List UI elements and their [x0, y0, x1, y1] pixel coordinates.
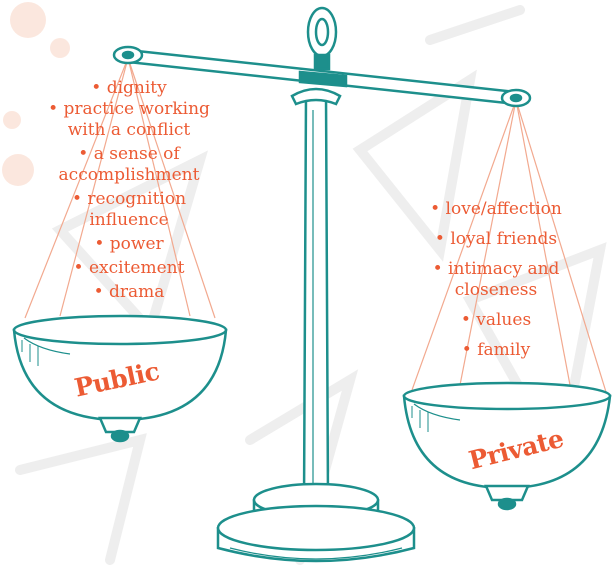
scale-beam — [112, 45, 532, 108]
public-item: • power — [94, 234, 164, 254]
public-items-list: • dignity • practice working with a conf… — [20, 78, 238, 303]
left-chains — [24, 57, 216, 319]
left-pan — [12, 314, 228, 443]
public-item: • drama — [93, 282, 165, 302]
private-item: • intimacy and — [432, 259, 560, 279]
public-item: • excitement — [73, 258, 185, 278]
public-item: accomplishment — [58, 165, 200, 185]
private-item: closeness — [454, 280, 538, 300]
scale-finial — [306, 6, 338, 71]
public-item: with a conflict — [67, 120, 191, 140]
private-item: • love/affection — [430, 199, 562, 219]
public-item: influence — [89, 210, 169, 230]
private-item: • family — [461, 340, 531, 360]
decorative-blob — [2, 2, 70, 186]
public-item: • dignity — [91, 78, 167, 98]
private-items-list: • love/affection • loyal friends • intim… — [396, 199, 596, 370]
scale-base — [216, 482, 416, 563]
background-pattern — [15, 5, 607, 565]
private-item: • loyal friends — [434, 229, 558, 249]
right-pan — [402, 381, 612, 511]
private-item: • values — [460, 310, 532, 330]
public-item: • practice working — [48, 99, 210, 119]
public-item: • a sense of — [78, 144, 180, 164]
right-chains — [411, 99, 607, 393]
public-item: • recognition — [71, 189, 187, 209]
